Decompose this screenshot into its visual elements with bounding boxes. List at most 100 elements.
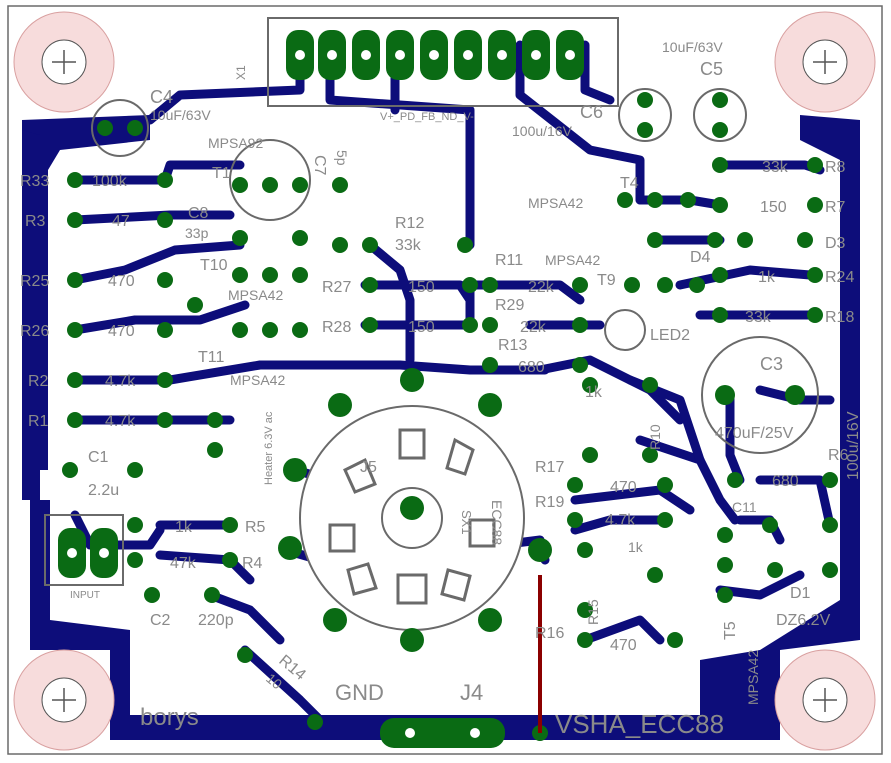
- cap-c6-outline: [618, 88, 672, 142]
- val-r27: 150: [408, 279, 435, 296]
- val-c1: 2.2u: [88, 482, 119, 499]
- ref-c8: C8: [188, 205, 209, 222]
- ref-r19: R19: [535, 494, 564, 511]
- mounting-hole-top-right: [774, 11, 876, 113]
- tube-label: ECC88: [489, 500, 505, 545]
- val-r13: 680: [518, 359, 545, 376]
- ref-t11: T11: [198, 349, 224, 366]
- ref-c2: C2: [150, 612, 171, 629]
- board-author: borys: [140, 704, 199, 731]
- val-t1: MPSA92: [208, 135, 263, 151]
- val-c11: 100u/16V: [845, 411, 862, 480]
- ref-r6: R6: [828, 447, 849, 464]
- val-r17: 470: [610, 479, 637, 496]
- ref-c6: C6: [580, 102, 603, 122]
- val-c6: 100u/16V: [512, 123, 573, 139]
- val-c8: 33p: [185, 225, 209, 241]
- connector-j4: [380, 718, 505, 748]
- ref-d4: D4: [690, 249, 711, 266]
- silkscreen-labels: VSHA_ECC88 borys GND J4 INPUT X1 V+_PD_F…: [20, 39, 862, 739]
- ref-r3: R3: [25, 213, 46, 230]
- val-c4: 10uF/63V: [150, 107, 211, 123]
- j4-label: J4: [460, 680, 483, 705]
- mounting-hole-bottom-right: [774, 649, 876, 751]
- val-r8: 33k: [762, 159, 789, 176]
- val-r19: 4.7k: [605, 512, 636, 529]
- cap-c4-outline: [91, 99, 149, 157]
- copper-pour: [22, 115, 860, 740]
- ref-r24: R24: [825, 269, 854, 286]
- val-r7: 150: [760, 199, 787, 216]
- ref-c1: C1: [88, 449, 109, 466]
- x1-label: X1: [234, 65, 248, 80]
- header-x1: [267, 17, 619, 107]
- ref-led1: LED2: [650, 327, 690, 344]
- val-r11: 22k: [528, 279, 555, 296]
- ref-r13: R13: [498, 337, 527, 354]
- ref-r10: R10: [647, 424, 663, 450]
- copper-traces: [70, 40, 835, 725]
- val-r10: 1k: [585, 384, 603, 401]
- val-r25: 470: [108, 273, 135, 290]
- led1-outline: [604, 309, 646, 351]
- ref-r28: R28: [322, 319, 351, 336]
- ref-r29: R29: [495, 297, 524, 314]
- ref-r2: R2: [28, 373, 49, 390]
- input-label: INPUT: [70, 590, 100, 601]
- ref-r4: R4: [242, 555, 263, 572]
- header-pins-label: V+_PD_FB_ND_V-: [380, 111, 474, 123]
- val-t10: MPSA42: [228, 287, 283, 303]
- val-t5: MPSA42: [745, 650, 761, 705]
- val-c2: 220p: [198, 612, 234, 629]
- val-r3: 47: [112, 213, 130, 230]
- ref-c3: C3: [760, 354, 783, 374]
- ref-c5: C5: [700, 59, 723, 79]
- heater-label: Heater 6.3V ac: [263, 411, 275, 485]
- transistor-t1-outline: [229, 139, 311, 221]
- mounting-hole-bottom-left: [13, 649, 115, 751]
- val-r26: 470: [108, 323, 135, 340]
- ref-t1: T1: [212, 165, 231, 182]
- ref-r27: R27: [322, 279, 351, 296]
- ref-r11: R11: [495, 252, 523, 269]
- val-r18: 33k: [745, 309, 772, 326]
- val-r33: 100k: [92, 173, 128, 190]
- ref-d3: D3: [825, 235, 846, 252]
- ref-c7: C7: [311, 155, 328, 176]
- ref-r5: R5: [245, 519, 266, 536]
- val-r6: 680: [772, 473, 799, 490]
- ref-r15: R15: [585, 599, 601, 625]
- val-r1: 4.7k: [105, 413, 136, 430]
- val-r2: 4.7k: [105, 373, 136, 390]
- ref-t5: T5: [722, 621, 739, 640]
- ref-r25: R25: [20, 273, 49, 290]
- cap-c3-outline: [701, 336, 819, 454]
- ref-r1: R1: [28, 413, 49, 430]
- ref-r18: R18: [825, 309, 854, 326]
- ref-r17: R17: [535, 459, 564, 476]
- ref-r12: R12: [395, 215, 424, 232]
- tube-socket: [278, 368, 552, 652]
- pads: [62, 92, 838, 741]
- ref-r7: R7: [825, 199, 846, 216]
- val-c3: 470uF/25V: [715, 425, 794, 442]
- val-r4: 47k: [170, 555, 197, 572]
- val-d1: DZ6.2V: [776, 612, 831, 629]
- val-r12: 33k: [395, 237, 422, 254]
- val-t11: MPSA42: [230, 372, 285, 388]
- board-title: VSHA_ECC88: [555, 709, 724, 739]
- val-t4: MPSA42: [528, 195, 583, 211]
- ref-c11: C11: [732, 499, 757, 515]
- ref-t9: T9: [597, 272, 616, 289]
- mounting-holes: [13, 11, 876, 751]
- val-r16: 470: [610, 637, 637, 654]
- ref-d1: D1: [790, 585, 811, 602]
- ref-r26: R26: [20, 323, 49, 340]
- ref-led2: J5: [360, 459, 377, 476]
- val-r29: 22k: [520, 319, 547, 336]
- ref-r8: R8: [825, 159, 846, 176]
- val-t9: MPSA42: [545, 252, 600, 268]
- ref-t4: T4: [620, 175, 639, 192]
